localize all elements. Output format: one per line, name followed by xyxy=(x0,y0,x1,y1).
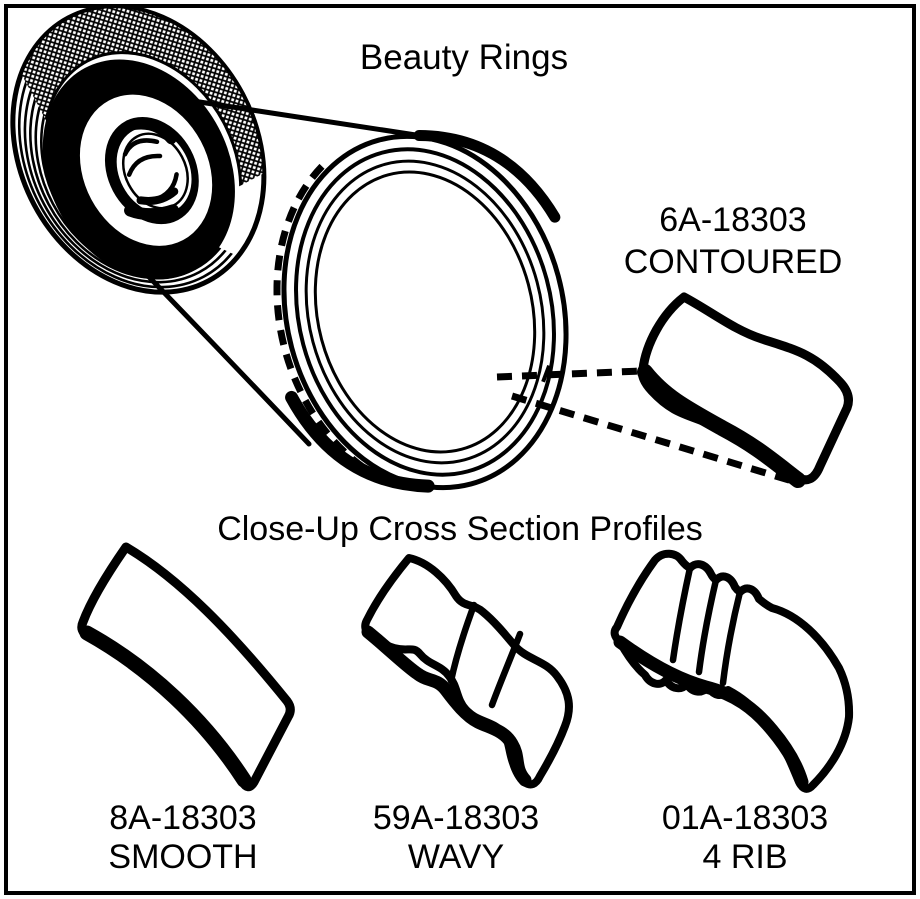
contoured-profile-shape xyxy=(637,292,853,488)
wavy-profile-shape xyxy=(361,554,573,789)
dashed-leader-lower xyxy=(510,392,804,488)
contoured-callout-label: 6A-18303 CONTOURED xyxy=(593,199,873,283)
beauty-ring-illustration xyxy=(273,130,569,499)
wavy-style-name: WAVY xyxy=(407,838,505,876)
contoured-style-name: CONTOURED xyxy=(623,243,843,281)
dashed-leader-lines xyxy=(496,367,804,488)
diagram-border xyxy=(4,4,916,895)
four-rib-profile-label: 01A-18303 4 RIB xyxy=(620,799,870,877)
wavy-part-number: 59A-18303 xyxy=(372,799,540,837)
smooth-style-name: SMOOTH xyxy=(108,838,258,876)
wavy-profile-label: 59A-18303 WAVY xyxy=(331,799,581,877)
leader-line-bottom xyxy=(119,246,312,447)
contoured-part-number: 6A-18303 xyxy=(659,201,807,239)
section-subtitle: Close-Up Cross Section Profiles xyxy=(217,510,703,548)
leader-line-top xyxy=(190,98,458,144)
four-rib-profile-shape xyxy=(610,549,854,793)
figure-title: Beauty Rings xyxy=(359,38,569,77)
smooth-profile-shape xyxy=(77,542,295,792)
tire-illustration xyxy=(10,4,267,295)
four-rib-part-number: 01A-18303 xyxy=(661,799,829,837)
smooth-profile-label: 8A-18303 SMOOTH xyxy=(58,799,308,877)
smooth-part-number: 8A-18303 xyxy=(109,799,257,837)
four-rib-style-name: 4 RIB xyxy=(702,838,788,876)
leader-lines xyxy=(119,98,458,447)
